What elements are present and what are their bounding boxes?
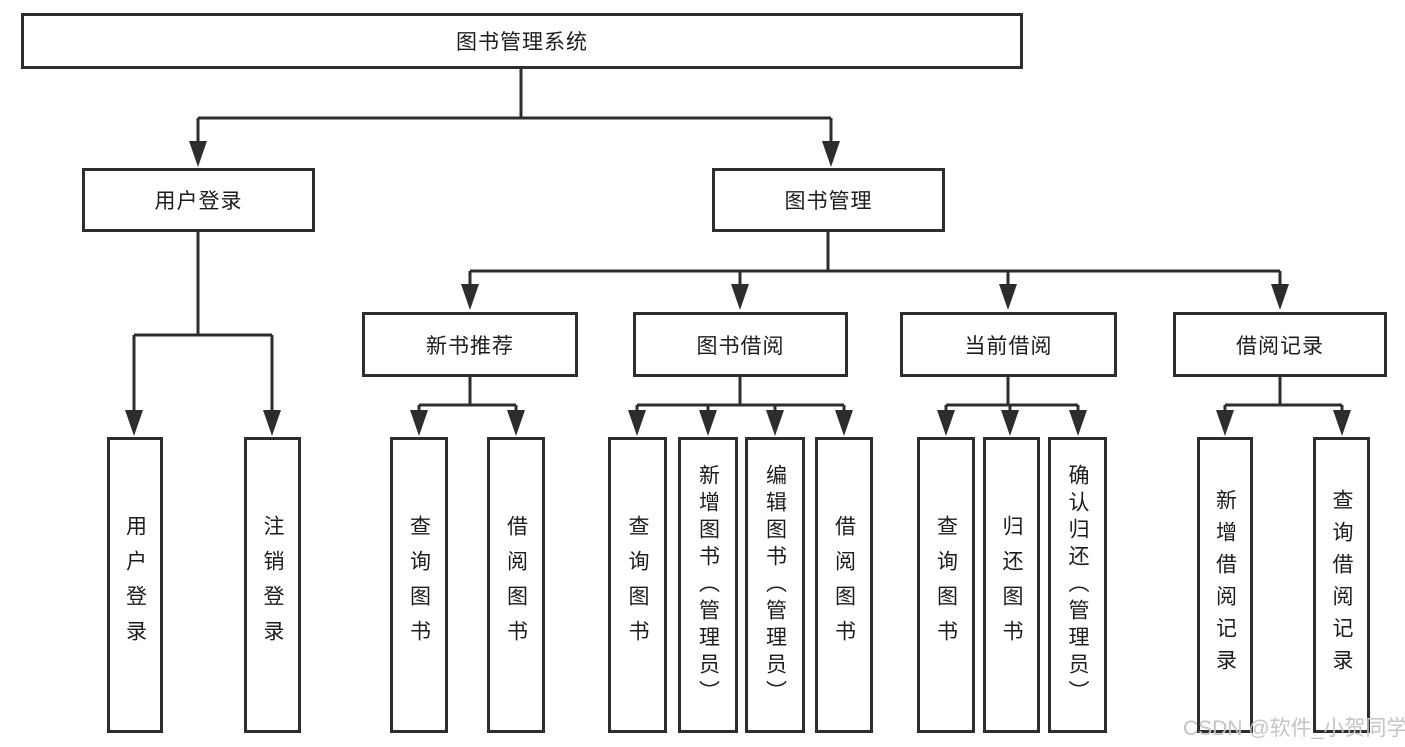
logout-leaf: 注销登录 [244, 437, 301, 733]
query-borrow-record-leaf: 查询借阅记录 [1313, 437, 1370, 733]
arrowhead-icon [1333, 410, 1351, 436]
arrowhead-icon [731, 284, 749, 310]
book-borrowing-node: 图书借阅 [633, 312, 848, 377]
book-management-node: 图书管理 [712, 168, 945, 232]
arrowhead-icon [189, 141, 207, 167]
user-login-leaf: 用户登录 [107, 437, 163, 733]
arrowhead-icon [1069, 410, 1087, 436]
arrowhead-icon [1001, 410, 1019, 436]
return-books-leaf: 归还图书 [983, 437, 1040, 733]
arrowhead-icon [937, 410, 955, 436]
user-login-node: 用户登录 [82, 168, 315, 232]
borrow-books-recommend-leaf: 借阅图书 [487, 437, 545, 733]
arrowhead-icon [263, 410, 281, 436]
current-borrowing-node: 当前借阅 [900, 312, 1117, 377]
arrowhead-icon [461, 284, 479, 310]
arrowhead-icon [699, 410, 717, 436]
arrowhead-icon [766, 410, 784, 436]
borrow-books-borrowing-leaf: 借阅图书 [815, 437, 873, 733]
arrowhead-icon [628, 410, 646, 436]
arrowhead-icon [507, 410, 525, 436]
arrowhead-icon [125, 410, 143, 436]
arrowhead-icon [999, 284, 1017, 310]
edit-books-admin-leaf: 编辑图书（管理员） [745, 437, 805, 733]
arrowhead-icon [1271, 284, 1289, 310]
borrowing-records-node: 借阅记录 [1173, 312, 1387, 377]
arrowhead-icon [835, 410, 853, 436]
query-books-recommend-leaf: 查询图书 [390, 437, 448, 733]
add-books-admin-leaf: 新增图书（管理员） [678, 437, 738, 733]
confirm-return-admin-leaf: 确认归还（管理员） [1048, 437, 1107, 733]
add-borrow-record-leaf: 新增借阅记录 [1197, 437, 1253, 733]
watermark: CSDN @软件_小贺同学 [1183, 717, 1405, 740]
query-books-borrowing-leaf: 查询图书 [608, 437, 667, 733]
root-node: 图书管理系统 [21, 13, 1023, 69]
arrowhead-icon [822, 141, 840, 167]
arrowhead-icon [410, 410, 428, 436]
query-books-current-leaf: 查询图书 [917, 437, 975, 733]
new-book-recommendation-node: 新书推荐 [362, 312, 578, 377]
arrowhead-icon [1216, 410, 1234, 436]
